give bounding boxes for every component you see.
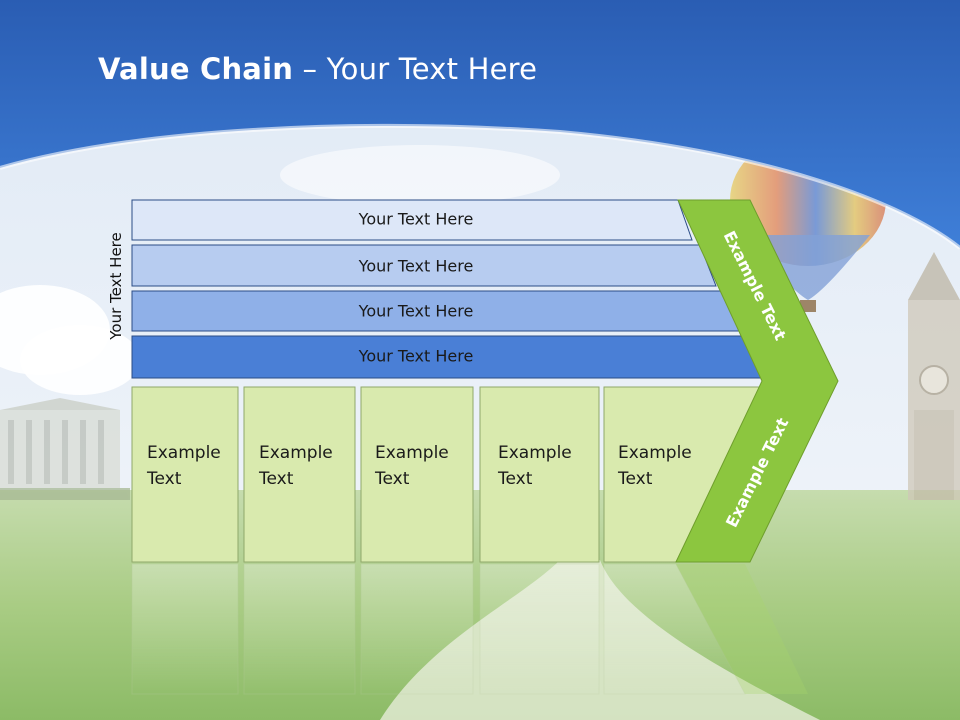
box-2-line1: Example xyxy=(259,443,333,463)
chevron-arrow xyxy=(675,199,839,563)
box-4-line2: Text xyxy=(498,469,533,489)
title-rest: – Your Text Here xyxy=(302,52,538,86)
box-2 xyxy=(243,386,356,563)
box-5-line1: Example xyxy=(618,443,692,463)
bar-3-label: Your Text Here xyxy=(358,302,474,321)
side-label: Your Text Here xyxy=(107,232,125,340)
box-5-line2: Text xyxy=(618,469,653,489)
bar-1 xyxy=(131,199,693,241)
box-3-line2: Text xyxy=(375,469,410,489)
box-1-text: Example Text xyxy=(147,440,247,492)
slide-title: Value Chain – Your Text Here xyxy=(98,52,537,86)
box-1-line1: Example xyxy=(147,443,221,463)
bar-2 xyxy=(131,244,717,287)
box-3-text: Example Text xyxy=(375,440,475,492)
bar-4-label: Your Text Here xyxy=(358,347,474,366)
box-4 xyxy=(479,386,600,563)
bar-1-label: Your Text Here xyxy=(358,210,474,229)
box-2-line2: Text xyxy=(259,469,294,489)
box-1-line2: Text xyxy=(147,469,182,489)
box-3 xyxy=(360,386,474,563)
box-3-line1: Example xyxy=(375,443,449,463)
box-4-text: Example Text xyxy=(498,440,598,492)
title-bold: Value Chain xyxy=(98,52,294,86)
box-2-text: Example Text xyxy=(259,440,359,492)
bar-2-label: Your Text Here xyxy=(358,257,474,276)
box-5-text: Example Text xyxy=(618,440,718,492)
reflection xyxy=(131,563,808,695)
box-1 xyxy=(131,386,239,563)
box-4-line1: Example xyxy=(498,443,572,463)
